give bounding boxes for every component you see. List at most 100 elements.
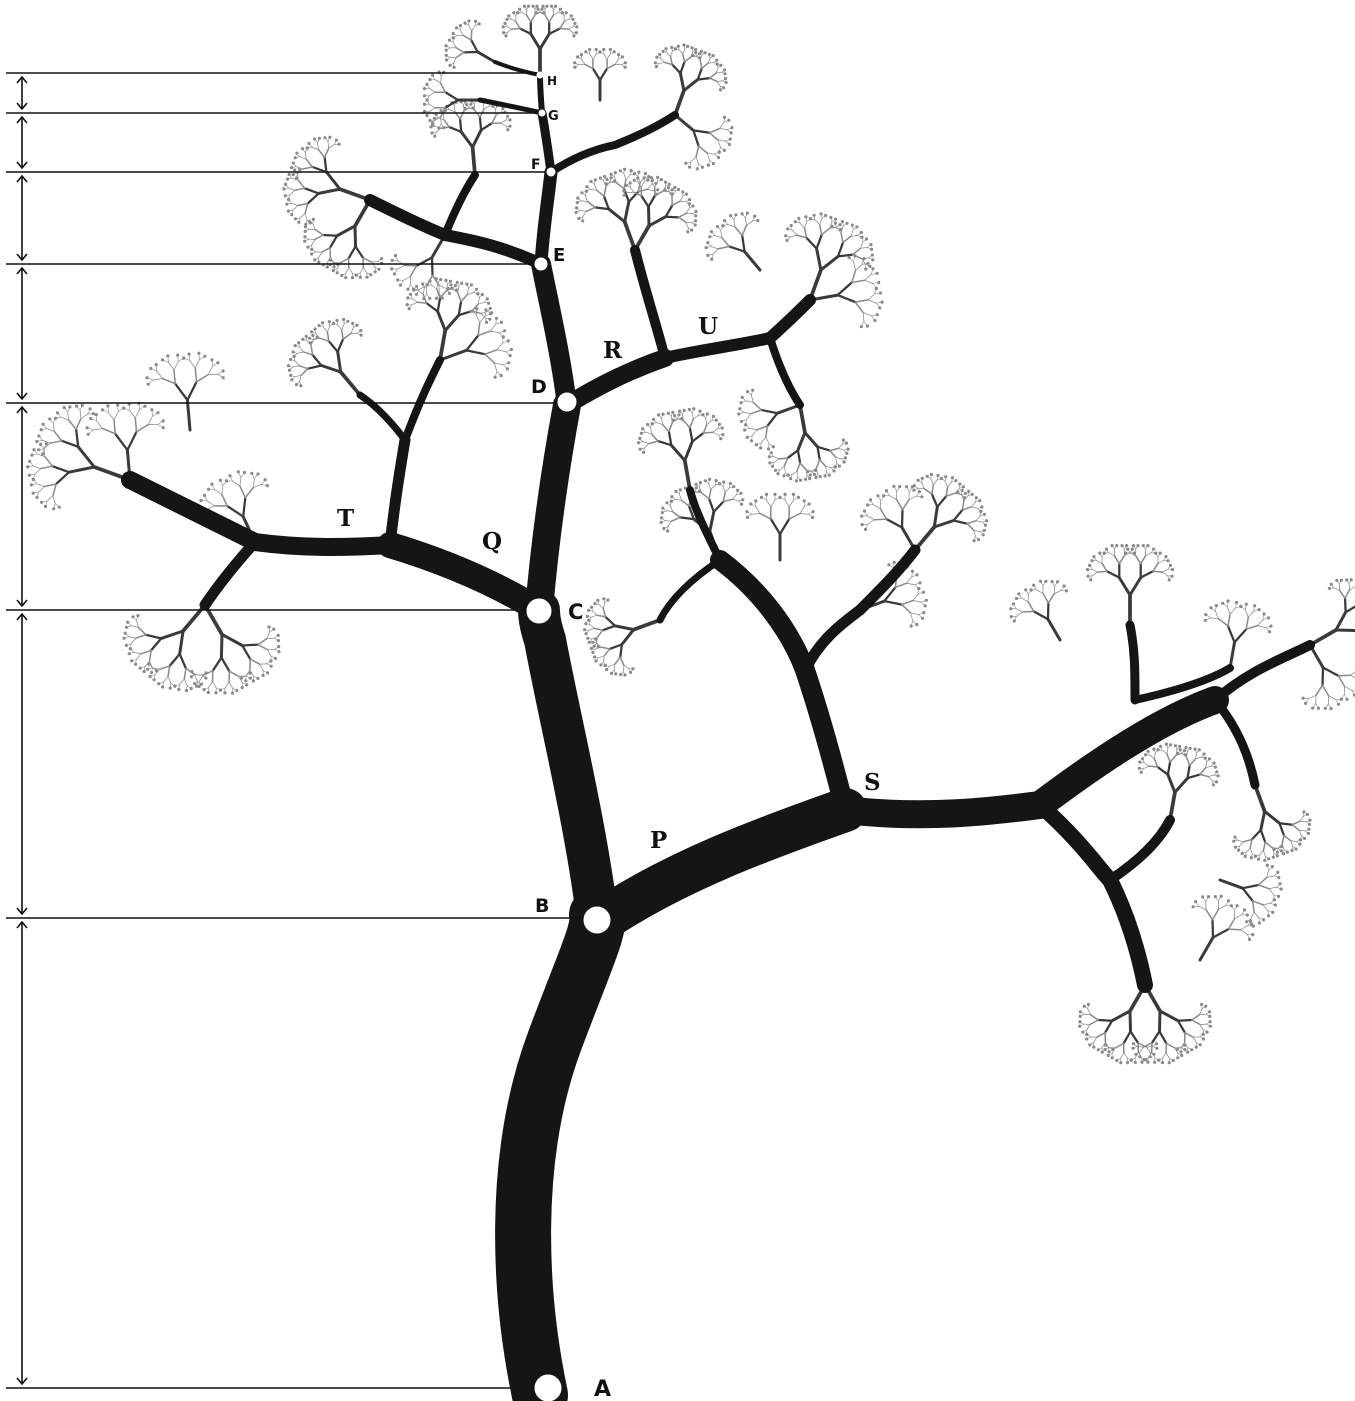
twig: [780, 466, 785, 470]
leaf-tuft: [590, 647, 593, 650]
leaf-tuft: [576, 55, 579, 58]
twig: [53, 466, 70, 472]
leaf-tuft: [475, 307, 478, 310]
twig-cluster: [303, 200, 383, 279]
leaf-tuft: [1232, 840, 1235, 843]
leaf-tuft: [207, 691, 210, 694]
twig: [44, 449, 45, 457]
leaf-tuft: [1204, 757, 1207, 760]
leaf-tuft: [892, 485, 895, 488]
leaf-tuft: [507, 361, 510, 364]
twig: [50, 441, 62, 443]
twig: [696, 157, 698, 164]
twig: [1220, 880, 1243, 888]
twig: [1178, 1020, 1192, 1021]
twig: [313, 224, 316, 230]
twig: [298, 181, 304, 189]
leaf-tuft: [1138, 767, 1141, 770]
leaf-tuft: [921, 617, 924, 620]
twig: [1246, 848, 1250, 852]
leaf-tuft: [795, 479, 798, 482]
leaf-tuft: [694, 48, 697, 51]
leaf-tuft: [143, 405, 146, 408]
twig: [1218, 619, 1228, 626]
twig: [549, 15, 553, 22]
leaf-tuft: [173, 685, 176, 688]
twig: [315, 235, 323, 240]
twig: [851, 230, 853, 236]
leaf-tuft: [54, 417, 57, 420]
twig: [135, 410, 139, 418]
leaf-tuft: [129, 647, 132, 650]
twig: [735, 227, 742, 236]
twig: [597, 190, 604, 196]
tree-limb: [805, 550, 915, 670]
leaf-tuft: [1104, 1048, 1107, 1051]
twig: [478, 298, 479, 304]
leaf-tuft: [808, 477, 811, 480]
twig: [1300, 816, 1303, 821]
leaf-tuft: [306, 246, 309, 249]
leaf-tuft: [510, 348, 513, 351]
twig: [1144, 763, 1149, 767]
twig: [1228, 626, 1235, 643]
twig: [1350, 587, 1355, 590]
leaf-tuft: [162, 419, 165, 422]
twig: [1334, 588, 1340, 591]
leaf-tuft: [313, 258, 316, 261]
leaf-tuft: [455, 26, 458, 29]
leaf-tuft: [508, 125, 511, 128]
leaf-tuft: [1276, 851, 1279, 854]
twig: [744, 412, 751, 414]
twig: [168, 677, 171, 684]
twig: [325, 157, 327, 172]
twig: [1245, 610, 1248, 618]
twig: [805, 433, 818, 447]
twig: [911, 613, 913, 621]
twig: [233, 481, 240, 486]
twig: [1206, 910, 1213, 920]
twig: [722, 238, 729, 247]
leaf-tuft: [786, 239, 789, 242]
twig-cluster: [1220, 864, 1283, 926]
twig: [290, 190, 295, 195]
twig: [861, 242, 863, 248]
twig: [717, 81, 723, 82]
twig: [838, 283, 852, 296]
twig: [1336, 612, 1346, 630]
leaf-tuft: [269, 659, 272, 662]
leaf-tuft: [1267, 857, 1270, 860]
twig: [432, 285, 437, 289]
leaf-tuft: [721, 426, 724, 429]
leaf-tuft: [1209, 606, 1212, 609]
leaf-tuft: [604, 664, 607, 667]
branch-label-q: Q: [482, 528, 502, 555]
leaf-tuft: [52, 507, 55, 510]
leaf-tuft: [1202, 1033, 1205, 1036]
leaf-tuft: [599, 177, 602, 180]
leaf-tuft: [868, 265, 871, 268]
leaf-tuft: [670, 500, 673, 503]
twig: [707, 421, 712, 425]
twig: [1280, 823, 1293, 825]
twig: [1269, 887, 1276, 889]
leaf-tuft: [871, 267, 874, 270]
twig: [463, 35, 471, 40]
leaf-tuft: [851, 224, 854, 227]
leaf-tuft: [940, 477, 943, 480]
leaf-tuft: [245, 683, 248, 686]
leaf-tuft: [406, 296, 409, 299]
leaf-tuft: [149, 675, 152, 678]
twig: [830, 451, 836, 458]
twig: [1239, 842, 1243, 846]
leaf-tuft: [717, 156, 720, 159]
leaf-tuft: [449, 283, 452, 286]
leaf-tuft: [1330, 707, 1333, 710]
twig: [320, 338, 329, 341]
twig: [679, 213, 687, 217]
twig-cluster: [705, 212, 761, 271]
leaf-tuft: [704, 479, 707, 482]
leaf-tuft: [804, 478, 807, 481]
twig: [501, 123, 506, 126]
leaf-tuft: [130, 659, 133, 662]
